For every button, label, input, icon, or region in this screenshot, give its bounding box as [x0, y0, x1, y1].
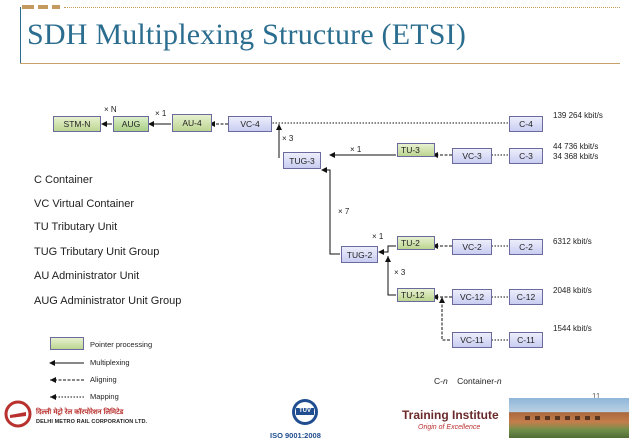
- arrowhead-tu12-from-vc11: [439, 297, 445, 303]
- multiplier-x1-tu3: × 1: [350, 145, 362, 154]
- multiplier-x1-aug: × 1: [155, 109, 167, 118]
- tuv-seal-icon: [292, 399, 318, 425]
- definition-c: C Container: [34, 174, 93, 186]
- key-mapping-label: Mapping: [90, 392, 119, 401]
- arrowhead-tu12: [432, 294, 438, 300]
- definition-tu: TU Tributary Unit: [34, 221, 118, 233]
- key-mapping-arrowhead: [50, 394, 56, 400]
- vc3-box: VC-3: [452, 148, 492, 164]
- dmrc-english-name: DELHI METRO RAIL CORPORATION LTD.: [36, 419, 148, 425]
- container-note-label-var: n: [496, 376, 502, 386]
- page-number: 11: [592, 392, 601, 401]
- key-multiplexing-label: Multiplexing: [90, 358, 130, 367]
- key-aligning-label: Aligning: [90, 375, 117, 384]
- dmrc-logo: [4, 400, 32, 428]
- dmrc-emblem-icon: [4, 400, 32, 428]
- container-note-prefix: C-: [434, 376, 443, 386]
- arrowhead-tug3-up: [276, 124, 282, 130]
- definition-tug: TUG Tributary Unit Group: [34, 246, 160, 258]
- rate-c3-b: 34 368 kbit/s: [553, 152, 599, 161]
- c12-box: C-12: [509, 289, 543, 305]
- arrowhead-tu3: [432, 152, 438, 158]
- training-institute-tagline: Origin of Excellence: [418, 424, 481, 431]
- vc11-box: VC-11: [452, 332, 492, 348]
- mux-tu12-tug2: [387, 256, 396, 296]
- definition-vc: VC Virtual Container: [34, 198, 135, 210]
- multiplier-x7: × 7: [338, 207, 350, 216]
- vc4-box: VC-4: [228, 116, 272, 132]
- title-vertical-rule: [20, 7, 21, 63]
- c4-box: C-4: [509, 116, 543, 132]
- arrowhead-au4: [209, 121, 215, 127]
- key-pointer-label: Pointer processing: [90, 340, 153, 349]
- tug2-box: TUG-2: [341, 246, 378, 263]
- building-window-row: [525, 416, 605, 420]
- arrowhead-tu2: [432, 243, 438, 249]
- arrowhead-tug2-up: [385, 256, 391, 262]
- dmrc-hindi-name: दिल्ली मेट्रो रेल कॉरपोरेशन लिमिटेड: [36, 409, 124, 416]
- definition-au: AU Administrator Unit: [34, 270, 140, 282]
- definition-aug: AUG Administrator Unit Group: [34, 295, 182, 307]
- rate-c2: 6312 kbit/s: [553, 237, 592, 246]
- rate-c4: 139 264 kbit/s: [553, 111, 603, 120]
- multiplier-xn: × N: [104, 105, 117, 114]
- vc2-box: VC-2: [452, 239, 492, 255]
- page-title: SDH Multiplexing Structure (ETSI): [27, 18, 467, 51]
- vc12-box: VC-12: [452, 289, 492, 305]
- tuv-badge: TÜV: [291, 398, 319, 426]
- key-aligning-arrowhead: [50, 377, 56, 383]
- tug3-box: TUG-3: [283, 152, 321, 169]
- rate-c11: 1544 kbit/s: [553, 324, 592, 333]
- tu3-box: TU-3: [397, 143, 435, 157]
- c2-box: C-2: [509, 239, 543, 255]
- mux-tu2-tug2: [378, 245, 396, 255]
- title-divider: [20, 63, 620, 64]
- tu12-box: TU-12: [397, 288, 435, 302]
- tuv-label: TÜV: [299, 408, 311, 414]
- mux-tug2-tug3: [321, 167, 340, 255]
- aligning-vc11-tu12: [441, 302, 450, 341]
- container-note-label: Container-: [457, 376, 497, 386]
- tu2-box: TU-2: [397, 236, 435, 250]
- multiplier-x3-tug3: × 3: [282, 134, 294, 143]
- aug-box: AUG: [113, 116, 149, 132]
- container-note: C-n Container-n: [434, 376, 502, 386]
- training-institute-title: Training Institute: [402, 408, 499, 422]
- rate-c3-a: 44 736 kbit/s: [553, 142, 599, 151]
- c3-box: C-3: [509, 148, 543, 164]
- multiplier-x1-tu2: × 1: [372, 232, 384, 241]
- training-building-photo: [509, 398, 629, 438]
- stm-n-box: STM-N: [53, 116, 101, 132]
- container-note-var: n: [442, 376, 448, 386]
- au4-box: AU-4: [172, 114, 212, 132]
- c11-box: C-11: [509, 332, 543, 348]
- top-decorative-bar: [0, 5, 638, 9]
- multiplier-x3-tu12: × 3: [394, 268, 406, 277]
- iso-certification: ISO 9001:2008: [270, 431, 321, 440]
- key-pointer-swatch: [50, 337, 84, 350]
- rate-c12: 2048 kbit/s: [553, 286, 592, 295]
